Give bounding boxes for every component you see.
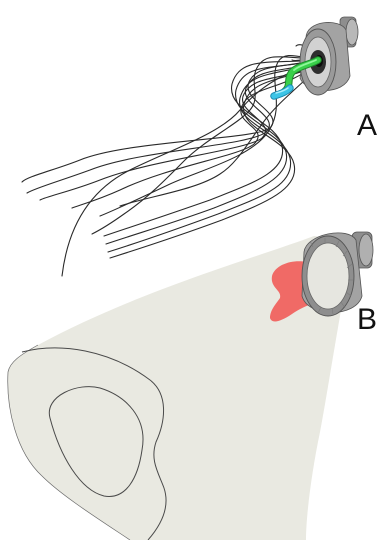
fiber-line bbox=[40, 62, 318, 200]
panel-a bbox=[22, 17, 358, 276]
fiber-line bbox=[22, 55, 322, 182]
fiber-tract-bundle bbox=[22, 45, 342, 276]
panel-b bbox=[8, 232, 373, 540]
panel-label-b: B bbox=[357, 305, 377, 335]
stimulator-device-a bbox=[300, 17, 358, 95]
panel-label-a: A bbox=[357, 111, 377, 141]
fiber-line bbox=[27, 58, 320, 193]
